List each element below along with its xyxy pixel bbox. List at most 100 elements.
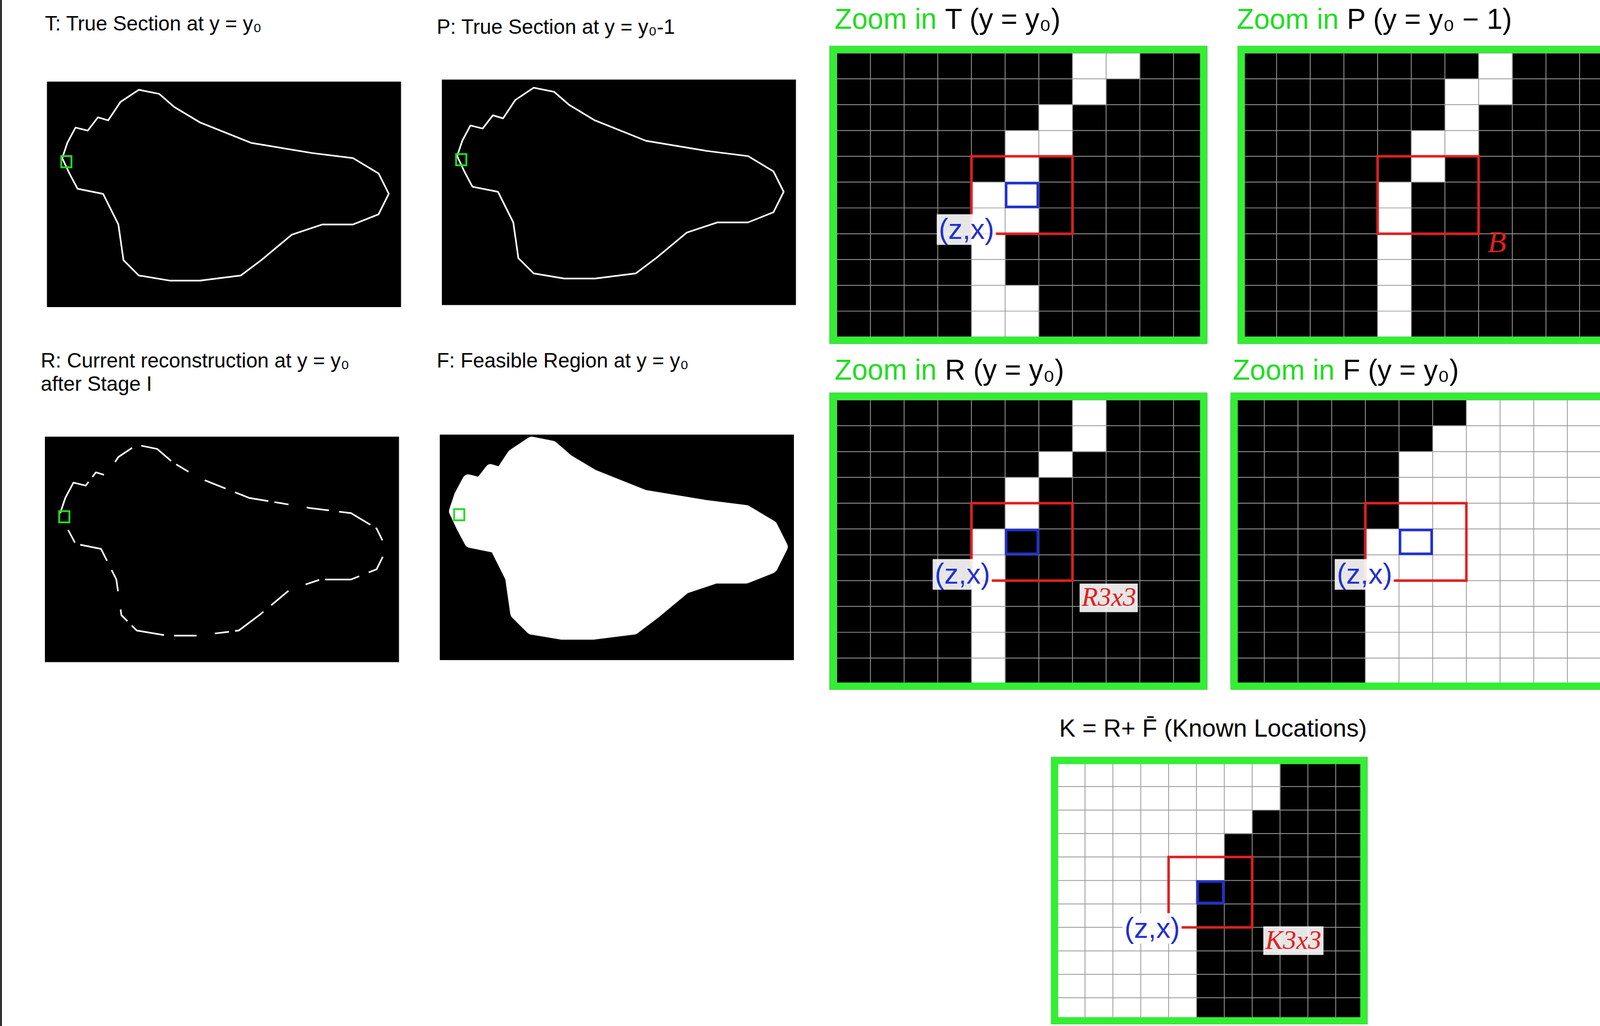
- pixel-cell: [1084, 880, 1114, 905]
- pixel-cell: [1112, 763, 1141, 788]
- grid-line: [869, 53, 871, 338]
- pixel-cell: [1432, 451, 1467, 478]
- grid-line: [1297, 400, 1299, 685]
- pixel-cell: [1500, 528, 1535, 555]
- pixel-cell: [1140, 833, 1170, 858]
- pixel-cell: [1466, 632, 1501, 659]
- center-pixel: [1399, 530, 1432, 554]
- pixel-cell: [1500, 580, 1535, 607]
- pixel-cell: [1567, 658, 1600, 685]
- feasible-region: [455, 442, 782, 634]
- grid-line: [1444, 53, 1446, 338]
- zoom-frame: [1234, 396, 1600, 687]
- grid-line: [1579, 53, 1581, 338]
- grid-ground: [829, 46, 1207, 344]
- zoom-grid: [1051, 757, 1368, 1025]
- grid-line: [836, 259, 1207, 261]
- pixel-cell: [1005, 285, 1039, 312]
- pixel-cell: [1466, 425, 1501, 452]
- grid-line: [869, 400, 871, 685]
- grid-line: [1057, 974, 1364, 975]
- section-outline: [457, 87, 784, 279]
- grid-line: [836, 657, 1207, 659]
- zoom-marker: [456, 154, 467, 166]
- section-outline: [60, 445, 387, 636]
- pixel-cell: [971, 658, 1006, 685]
- coordinate-label: (z,x): [936, 214, 997, 246]
- pixel-cell: [1365, 528, 1400, 555]
- zoom-panel: Zoom inT (y = y₀): [834, 3, 1215, 45]
- grid-line: [1533, 400, 1535, 685]
- zoom-frame: [833, 49, 1204, 341]
- pixel-cell: [1567, 425, 1600, 452]
- pixel-cell: [1140, 763, 1170, 788]
- coordinate-label: (z,x): [932, 559, 993, 590]
- grid-line: [1242, 104, 1600, 105]
- pixel-cell: [1168, 857, 1197, 881]
- pixel-cell: [1005, 477, 1039, 504]
- pixel-cell: [1112, 833, 1141, 858]
- zoom-marker: [60, 156, 71, 168]
- pixel-cell: [1112, 786, 1141, 811]
- grid-ground: [829, 393, 1207, 691]
- panel-title: K = R+ F̄ (Known Locations): [1059, 714, 1489, 743]
- pixel-cell: [1398, 503, 1433, 530]
- grid-line: [836, 476, 1207, 478]
- grid-line: [1242, 311, 1600, 312]
- grid-line: [1279, 763, 1281, 1022]
- grid-line: [836, 284, 1207, 286]
- pixel-cell: [1112, 809, 1141, 834]
- zoom-panel: K = R+ F̄ (Known Locations): [1059, 714, 1489, 756]
- pixel-cell: [1038, 104, 1073, 131]
- pixel-cell: [1168, 833, 1197, 858]
- section-image: [439, 434, 794, 661]
- section-panel: R: Current reconstruction at y = y₀ afte…: [41, 348, 404, 666]
- zoom-heading: Zoom inR (y = y₀): [834, 355, 1215, 387]
- pixel-cell: [1533, 425, 1568, 452]
- pixel-cell: [1567, 477, 1600, 504]
- pixel-cell: [1005, 130, 1039, 157]
- pixel-cell: [1224, 809, 1253, 834]
- grid-line: [1230, 632, 1600, 633]
- pixel-cell: [1377, 207, 1412, 234]
- grid-ground: [1230, 393, 1600, 691]
- pixel-cell: [1432, 503, 1467, 530]
- pixel-cell: [1057, 857, 1086, 881]
- pixel-cell: [1224, 786, 1253, 811]
- grid-line: [836, 632, 1207, 633]
- grid-line: [1545, 53, 1547, 338]
- grid-line: [836, 425, 1207, 426]
- zoom-frame: [1241, 49, 1600, 341]
- grid-line: [1230, 476, 1600, 478]
- pixel-cell: [1398, 477, 1433, 504]
- pixel-cell: [1377, 285, 1412, 312]
- pixel-cell: [1478, 53, 1513, 80]
- pixel-cell: [971, 632, 1006, 659]
- pixel-cell: [1444, 78, 1479, 105]
- pixel-cell: [1377, 182, 1412, 209]
- pixel-cell: [1072, 400, 1107, 427]
- grid-line: [836, 130, 1207, 131]
- pixel-cell: [1466, 528, 1501, 555]
- pixel-cell: [1168, 974, 1197, 999]
- grid-line: [1057, 833, 1364, 834]
- grid-line: [836, 311, 1207, 312]
- pixel-cell: [1196, 809, 1225, 834]
- section-image: [44, 436, 400, 663]
- pixel-cell: [1500, 400, 1535, 427]
- pixel-cell: [1072, 425, 1107, 452]
- pixel-cell: [1057, 833, 1086, 858]
- pixel-cell: [1168, 880, 1197, 905]
- pixel-cell: [1432, 658, 1467, 685]
- zoom-grid: [829, 393, 1207, 691]
- pixel-cell: [1196, 857, 1225, 881]
- pixel-cell: [971, 259, 1006, 286]
- grid-line: [1057, 997, 1364, 998]
- pixel-cell: [1057, 904, 1086, 929]
- section-image: [441, 79, 797, 306]
- pixel-cell: [1057, 880, 1086, 905]
- zoom-grid: [1230, 393, 1600, 691]
- zoom-grid: [1237, 46, 1600, 344]
- grid-line: [1139, 400, 1140, 685]
